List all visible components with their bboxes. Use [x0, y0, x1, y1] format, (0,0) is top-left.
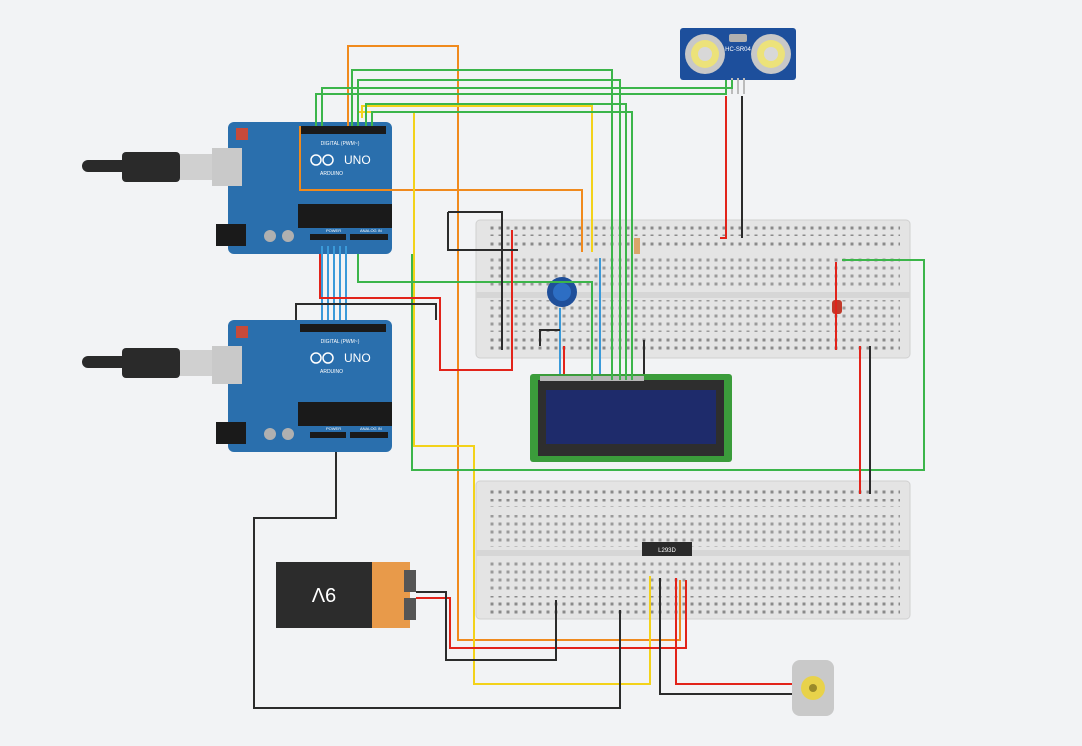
breadboard-top[interactable]: [475, 219, 911, 359]
arduino-bottom-analog-label: ANALOG IN: [360, 426, 382, 431]
arduino-top[interactable]: DIGITAL (PWM~) ARDUINO UNO POWER ANALOG …: [212, 122, 392, 254]
lcd-display[interactable]: [530, 374, 732, 462]
ultrasonic-label: HC-SR04: [725, 47, 751, 53]
arduino-top-brand: ARDUINO: [320, 171, 343, 177]
potentiometer[interactable]: [547, 277, 577, 307]
battery-9v[interactable]: 9V: [276, 562, 416, 628]
arduino-bottom-digital-label: DIGITAL (PWM~): [321, 339, 360, 345]
battery-label: 9V: [311, 583, 336, 605]
breadboard-bottom[interactable]: [475, 480, 911, 620]
usb-cable-top: [82, 152, 212, 182]
arduino-top-power-label: POWER: [326, 228, 341, 233]
dc-motor[interactable]: [792, 660, 834, 716]
arduino-top-digital-label: DIGITAL (PWM~): [321, 141, 360, 147]
arduino-top-analog-label: ANALOG IN: [360, 228, 382, 233]
motor-driver-chip[interactable]: L293D: [642, 542, 692, 556]
arduino-bottom-power-label: POWER: [326, 426, 341, 431]
driver-chip-label: L293D: [658, 548, 676, 554]
arduino-bottom[interactable]: DIGITAL (PWM~) ARDUINO UNO POWER ANALOG …: [212, 320, 392, 452]
resistor: [634, 238, 640, 254]
ultrasonic-sensor[interactable]: HC-SR04: [680, 28, 796, 94]
arduino-top-logo: UNO: [344, 153, 371, 167]
arduino-bottom-logo: UNO: [344, 351, 371, 365]
arduino-bottom-brand: ARDUINO: [320, 369, 343, 375]
wires: [253, 45, 925, 709]
usb-cable-bottom: [82, 348, 212, 378]
